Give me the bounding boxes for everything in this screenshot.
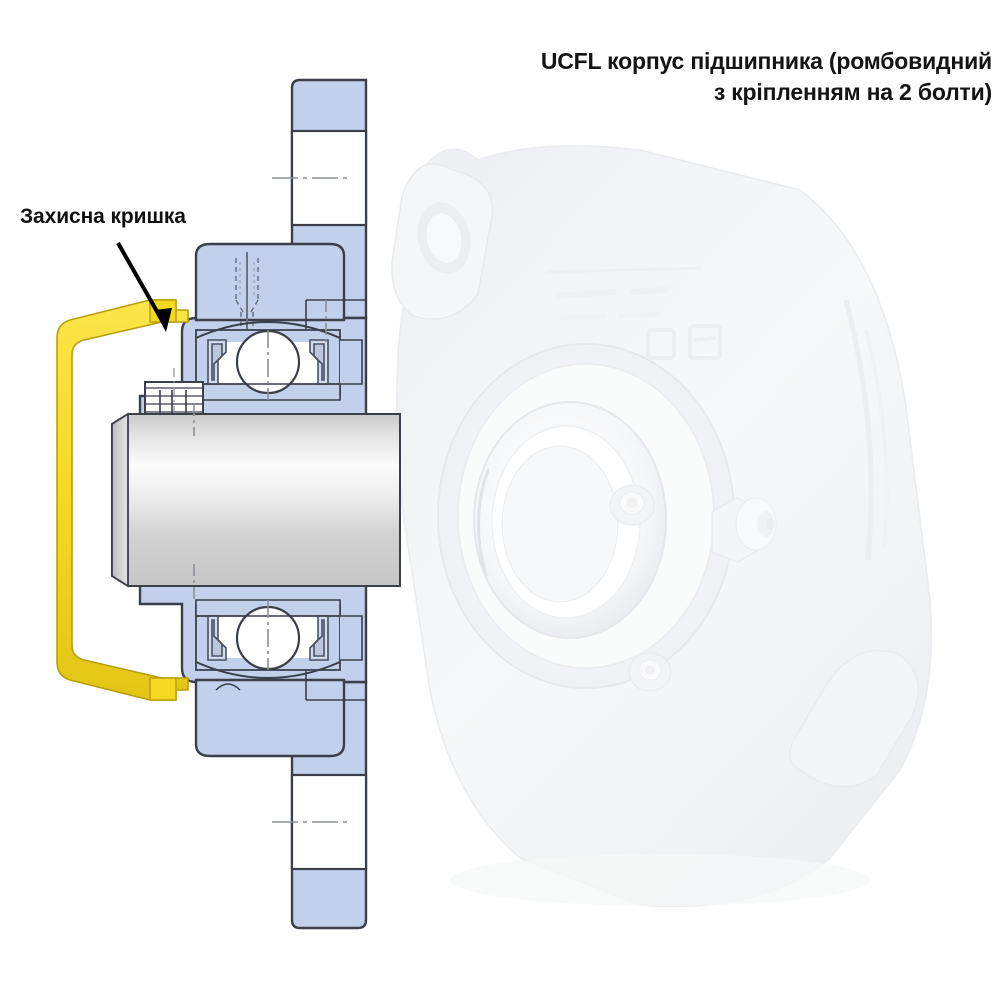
callout-label-protective-cover: Захисна кришка [20, 205, 186, 228]
shaft [111, 412, 401, 588]
seal-lower-left [207, 615, 227, 661]
housing-crown-lower [194, 678, 346, 758]
ghost-set-screw-lower [628, 652, 672, 692]
figure-title-line-2: з кріпленням на 2 болти) [713, 79, 992, 105]
bearing-cross-section [56, 78, 401, 930]
centerlines [193, 177, 352, 823]
ghost-grease-nipple [711, 497, 777, 563]
figure-title-line-1: UCFL корпус підшипника (ромбовидний [540, 48, 992, 74]
ghost-set-screw-upper [609, 484, 655, 526]
housing-crown-upper [194, 242, 346, 322]
ucfl-housing-3d-ghost [391, 144, 933, 908]
ghost-emboss-relief [546, 266, 722, 360]
callout-arrow [116, 242, 172, 332]
figure-title: UCFL корпус підшипника (ромбовидний з кр… [432, 46, 992, 108]
